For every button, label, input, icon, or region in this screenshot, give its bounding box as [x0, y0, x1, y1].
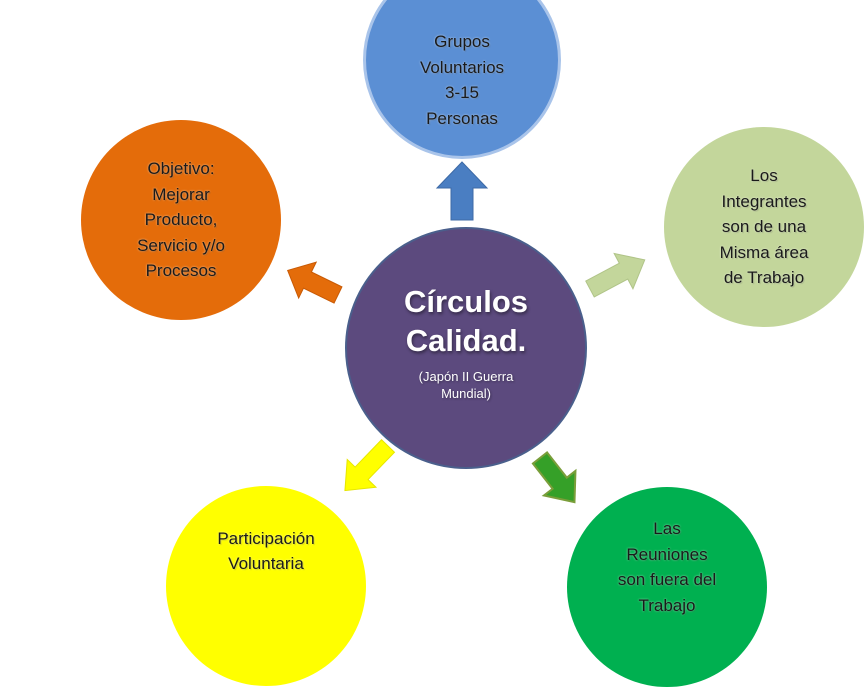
arrow-to-bottom-left-node [344, 439, 396, 492]
node-left-text: Objetivo: Mejorar Producto, Servicio y/o… [137, 159, 225, 281]
node-reuniones: Las Reuniones son fuera del Trabajo [567, 487, 767, 687]
arrows-layer [286, 161, 646, 504]
node-right-text: Los Integrantes son de una Misma área de… [719, 166, 809, 288]
arrow-to-left-node [286, 261, 343, 304]
center-subtitle: (Japón II Guerra Mundial) [418, 369, 514, 401]
arrow-to-right-node [585, 252, 646, 298]
arrow-to-bottom-right-node [531, 451, 577, 504]
node-objetivo: Objetivo: Mejorar Producto, Servicio y/o… [81, 120, 281, 320]
node-top-text: Grupos Voluntarios 3-15 Personas [419, 32, 505, 128]
node-grupos-voluntarios: Grupos Voluntarios 3-15 Personas [363, 0, 561, 159]
center-title: Círculos Calidad. [403, 284, 529, 358]
node-bottom-left-text: Participación Voluntaria [217, 528, 315, 574]
arrow-to-top-node [435, 161, 489, 221]
node-bottom-right-text: Las Reuniones son fuera del Trabajo [617, 519, 717, 615]
node-participacion: Participación Voluntaria [166, 486, 366, 686]
center-node-circulos-calidad: Círculos Calidad. (Japón II Guerra Mundi… [345, 227, 587, 469]
node-integrantes: Los Integrantes son de una Misma área de… [664, 127, 864, 327]
